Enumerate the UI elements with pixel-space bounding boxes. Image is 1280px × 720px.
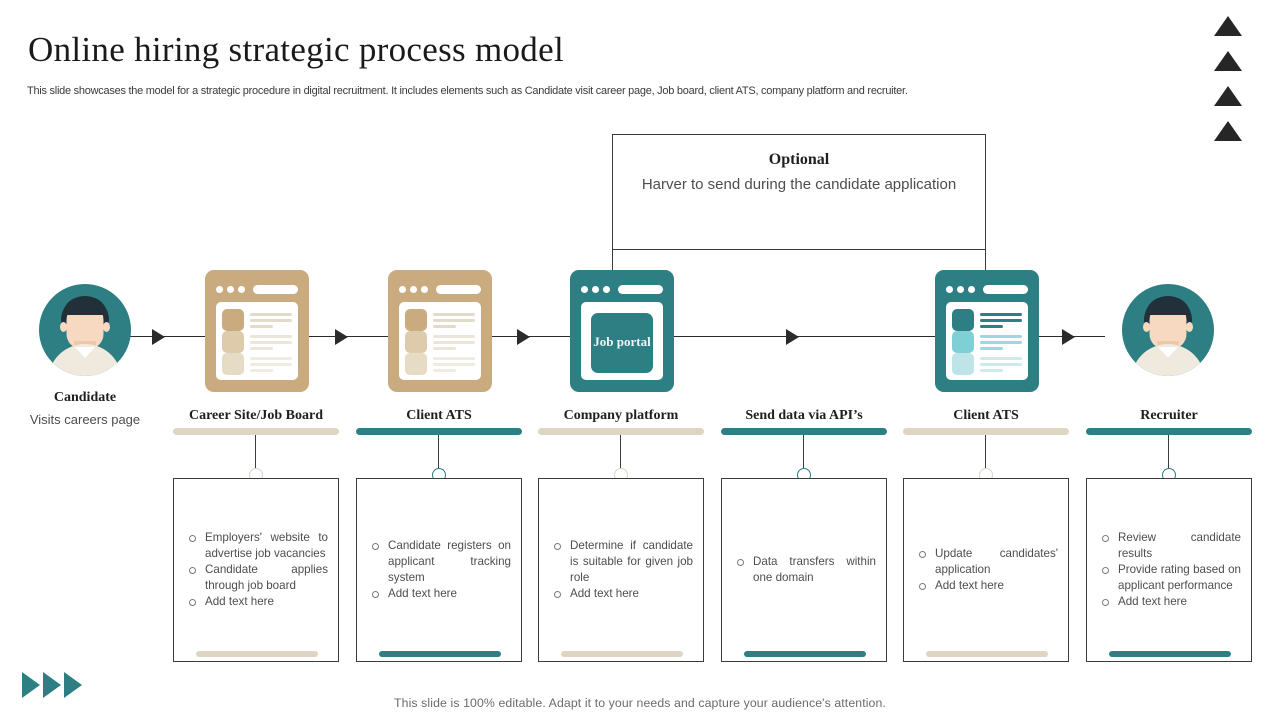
flow-arrow-icon [152, 329, 165, 345]
optional-title: Optional [768, 151, 830, 168]
bullet-list: Review candidate results Provide rating … [1087, 530, 1251, 609]
page-subtitle: This slide showcases the model for a str… [27, 85, 908, 97]
stage-label-client-ats-1: Client ATS [406, 408, 472, 423]
stage-stem [620, 435, 622, 475]
stage-card: Candidate registers on applicant trackin… [356, 478, 522, 662]
flow-arrow-icon [335, 329, 348, 345]
bottom-left-triangle-group [22, 672, 82, 698]
bullet-list: Update candidates' application Add text … [904, 546, 1068, 594]
triangle-right-icon [64, 672, 82, 698]
browser-window-icon [388, 270, 492, 392]
page-title: Online hiring strategic process model [28, 30, 564, 69]
optional-callout: Optional Harver to send during the candi… [612, 134, 986, 250]
bullet-list: Determine if candidate is suitable for g… [539, 538, 703, 602]
list-item: Provide rating based on applicant perfor… [1101, 562, 1241, 594]
stage-stem [438, 435, 440, 475]
list-item: Add text here [371, 586, 511, 602]
stage-accent-bar [721, 428, 887, 435]
bullet-list: Candidate registers on applicant trackin… [357, 538, 521, 602]
stage-label-career-site: Career Site/Job Board [188, 408, 324, 423]
bullet-list: Data transfers within one domain [722, 554, 886, 586]
candidate-subtitle: Visits careers page [29, 412, 141, 427]
list-item: Add text here [918, 578, 1058, 594]
stage-label-send-data-api: Send data via API’s [745, 408, 863, 423]
stage-card: Employers' website to advertise job vaca… [173, 478, 339, 662]
card-accent-bar [1109, 651, 1231, 657]
stage-accent-bar [903, 428, 1069, 435]
triangle-up-icon [1214, 16, 1242, 36]
top-right-triangle-group [1208, 16, 1248, 156]
triangle-right-icon [43, 672, 61, 698]
job-portal-label: Job portal [591, 312, 653, 373]
card-accent-bar [379, 651, 501, 657]
optional-body: Harver to send during the candidate appl… [641, 176, 957, 193]
list-item: Add text here [553, 586, 693, 602]
stage-card: Determine if candidate is suitable for g… [538, 478, 704, 662]
stage-accent-bar [538, 428, 704, 435]
stage-label-client-ats-2: Client ATS [953, 408, 1019, 423]
triangle-up-icon [1214, 121, 1242, 141]
stage-label-company-platform: Company platform [563, 408, 679, 423]
stage-card: Review candidate results Provide rating … [1086, 478, 1252, 662]
list-item: Data transfers within one domain [736, 554, 876, 586]
triangle-up-icon [1214, 86, 1242, 106]
stage-label-recruiter: Recruiter [1140, 408, 1198, 423]
list-item: Update candidates' application [918, 546, 1058, 578]
stage-stem [985, 435, 987, 475]
optional-connector-right [985, 134, 987, 276]
stage-card: Update candidates' application Add text … [903, 478, 1069, 662]
triangle-up-icon [1214, 51, 1242, 71]
card-accent-bar [926, 651, 1048, 657]
list-item: Candidate registers on applicant trackin… [371, 538, 511, 586]
list-item: Determine if candidate is suitable for g… [553, 538, 693, 586]
flow-arrow-icon [786, 329, 799, 345]
card-accent-bar [561, 651, 683, 657]
job-portal-window-icon: Job portal [570, 270, 674, 392]
stage-accent-bar [1086, 428, 1252, 435]
stage-stem [255, 435, 257, 475]
triangle-right-icon [22, 672, 40, 698]
browser-window-icon [205, 270, 309, 392]
stage-stem [1168, 435, 1170, 475]
stage-card: Data transfers within one domain [721, 478, 887, 662]
list-item: Review candidate results [1101, 530, 1241, 562]
flow-arrow-icon [517, 329, 530, 345]
list-item: Candidate applies through job board [188, 562, 328, 594]
stage-accent-bar [173, 428, 339, 435]
avatar [39, 284, 131, 376]
footer-note: This slide is 100% editable. Adapt it to… [394, 696, 886, 710]
list-item: Add text here [188, 594, 328, 610]
stage-accent-bar [356, 428, 522, 435]
card-accent-bar [744, 651, 866, 657]
bullet-list: Employers' website to advertise job vaca… [174, 530, 338, 609]
avatar [1122, 284, 1214, 376]
stage-stem [803, 435, 805, 475]
list-item: Employers' website to advertise job vaca… [188, 530, 328, 562]
flow-arrow-icon [1062, 329, 1075, 345]
browser-window-icon [935, 270, 1039, 392]
optional-connector-left [612, 134, 614, 276]
list-item: Add text here [1101, 594, 1241, 610]
candidate-name: Candidate [53, 390, 117, 405]
card-accent-bar [196, 651, 318, 657]
